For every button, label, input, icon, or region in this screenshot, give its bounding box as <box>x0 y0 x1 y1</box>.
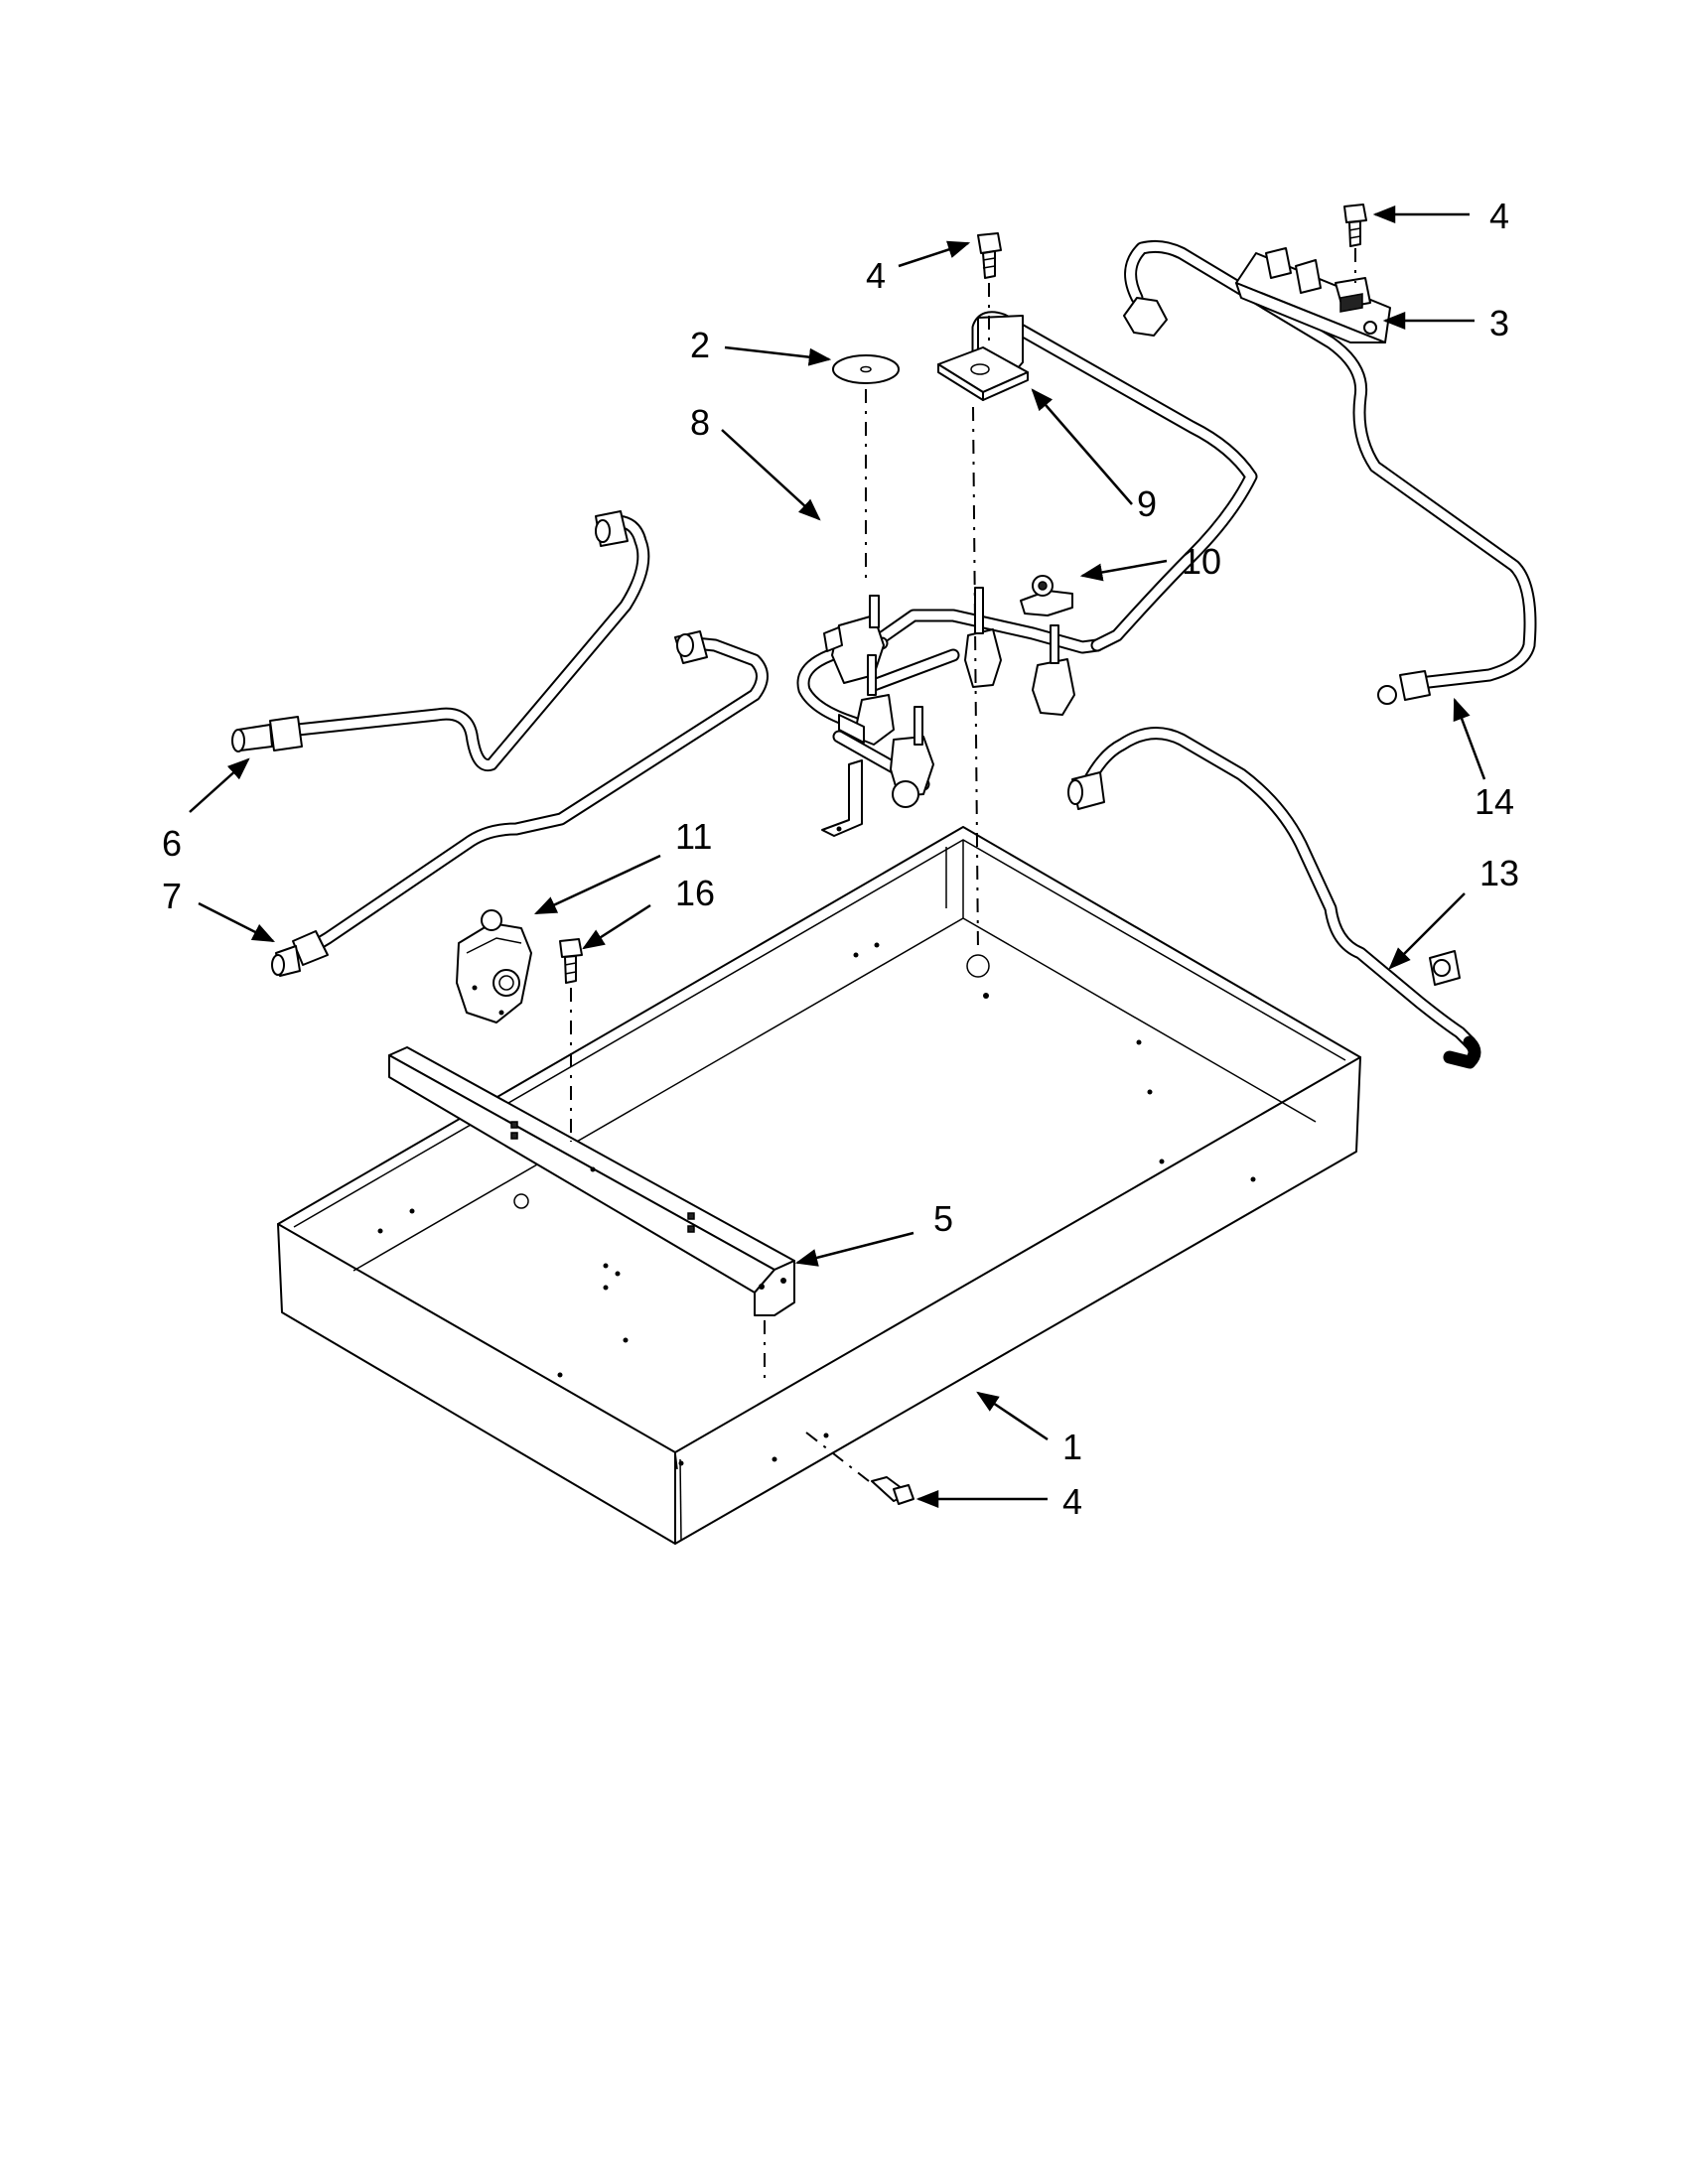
callout-support-bracket: 5 <box>933 1198 953 1239</box>
callout-manifold-valves: 8 <box>690 402 710 443</box>
callout-screw-front: 4 <box>1062 1481 1082 1522</box>
callout-tube-left-lower: 7 <box>162 876 182 916</box>
burner-box <box>277 826 1361 1545</box>
valve-bracket <box>1020 575 1073 616</box>
screw-top-right <box>1343 204 1367 247</box>
callout-spark-module: 3 <box>1489 303 1509 343</box>
callout-mounting-plate: 9 <box>1137 483 1157 524</box>
callout-burner-box: 1 <box>1062 1427 1082 1467</box>
mounting-plate <box>937 346 1029 401</box>
callout-tube-right-upper: 14 <box>1475 781 1514 822</box>
tube-left-upper <box>231 510 650 772</box>
callout-valve-bracket: 10 <box>1182 541 1221 582</box>
washer <box>832 354 900 384</box>
screw-regulator <box>559 938 583 984</box>
box-dots <box>377 942 1256 1466</box>
screw-top-center <box>977 232 1002 279</box>
callout-screw-top-right: 4 <box>1489 196 1509 236</box>
callout-screw-regulator: 16 <box>675 873 715 913</box>
box-hole <box>513 1193 529 1209</box>
box-hole <box>966 954 990 978</box>
callout-labels: 4 4 3 2 9 8 10 6 7 11 16 13 14 5 1 4 <box>162 196 1519 1522</box>
manifold-valves <box>796 587 1104 837</box>
regulator <box>456 909 532 1024</box>
callout-tube-right-lower: 13 <box>1479 853 1519 893</box>
screw-front <box>871 1476 914 1505</box>
leader-arrows <box>189 205 1486 1508</box>
callout-regulator: 11 <box>675 816 712 857</box>
callout-washer: 2 <box>690 325 710 365</box>
tube-left-lower <box>271 630 769 977</box>
callout-screw-top-center: 4 <box>866 255 886 296</box>
support-bracket <box>388 1046 795 1316</box>
assembly-lines <box>570 248 1356 1482</box>
spark-module <box>1235 247 1391 343</box>
callout-tube-left-upper: 6 <box>162 823 182 864</box>
tube-right-lower <box>1067 727 1481 1069</box>
